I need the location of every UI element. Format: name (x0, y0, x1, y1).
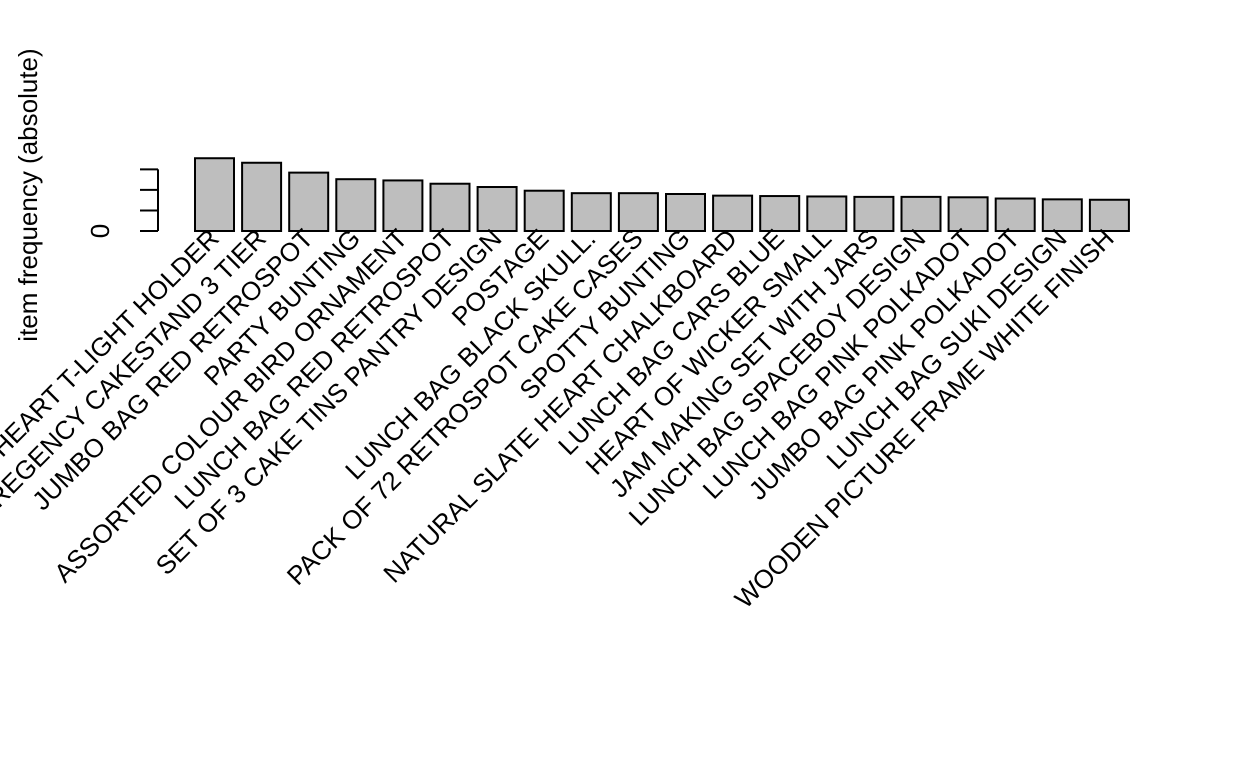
bar (1088, 198, 1130, 232)
bar (476, 186, 518, 232)
bar (335, 178, 377, 232)
bar (617, 192, 659, 233)
y-axis-label: item frequency (absolute) (13, 48, 43, 341)
bar (900, 195, 942, 232)
bar (1041, 198, 1083, 233)
bar (853, 195, 895, 232)
bar (947, 196, 989, 233)
bar (194, 157, 235, 233)
bar (806, 195, 848, 232)
y-tick-label: 0 (85, 224, 115, 238)
bar (288, 171, 330, 232)
bar (759, 195, 801, 232)
bar (570, 192, 612, 233)
x-tick-labels: WHITE HANGING HEART T-LIGHT HOLDERREGENC… (0, 223, 1120, 618)
bar (665, 193, 706, 232)
bar (382, 179, 424, 232)
bar (429, 182, 471, 233)
bar (523, 189, 565, 232)
bars (194, 157, 1130, 233)
bar (241, 161, 283, 232)
bar (994, 197, 1036, 232)
bar (712, 194, 754, 232)
y-axis: 0 (85, 168, 159, 238)
